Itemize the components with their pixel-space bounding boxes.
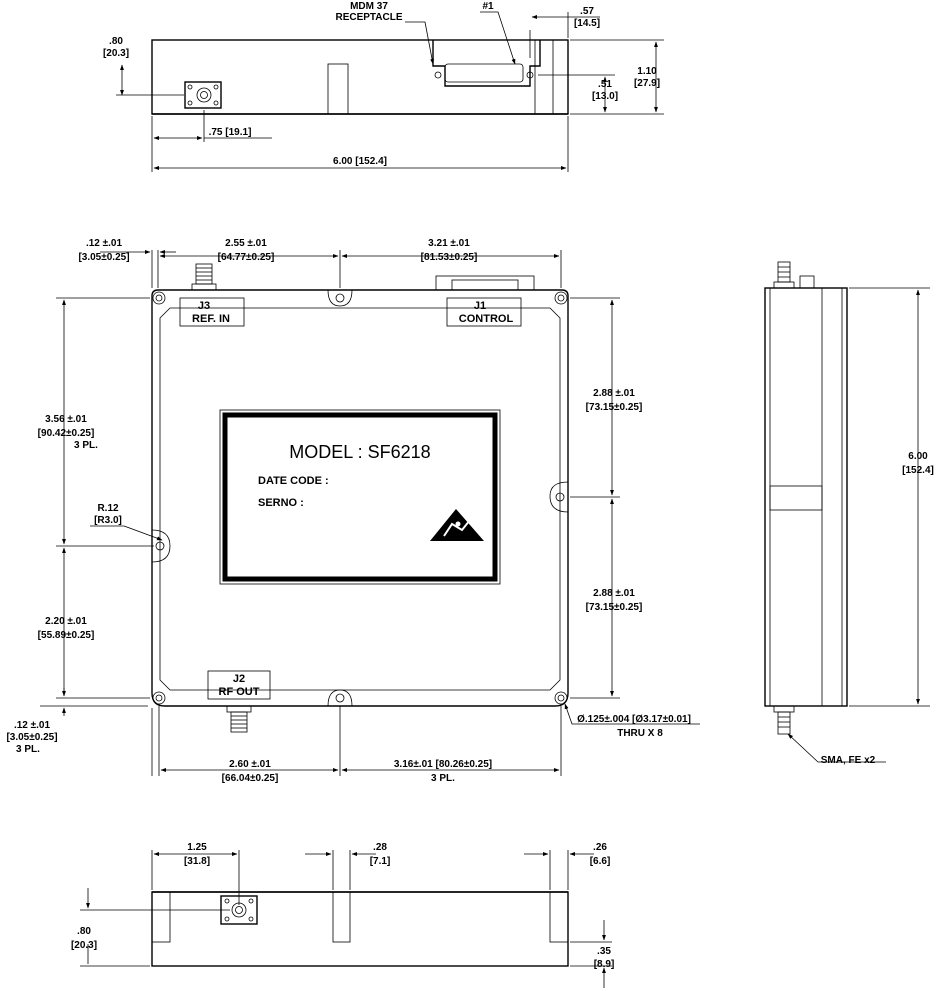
dim-288b-in: 2.88 ±.01	[593, 588, 635, 599]
dim-288b-mm: [73.15±0.25]	[586, 602, 643, 613]
bottom-view: 1.25 [31.8] .28 [7.1] .26 [6.6] .80 [20.…	[71, 842, 614, 988]
dim-080-in: .80	[109, 36, 123, 47]
dim-321-in: 3.21 ±.01	[428, 238, 470, 249]
hole-thru: THRU X 8	[617, 728, 663, 739]
dim-600-side-mm: [152.4]	[902, 465, 934, 476]
mounting-holes	[151, 289, 569, 707]
dim-012-top-mm: [3.05±0.25]	[78, 252, 129, 263]
dim-110-mm: [27.9]	[634, 78, 660, 89]
dim-028-mm: [7.1]	[370, 856, 391, 867]
dim-288a-in: 2.88 ±.01	[593, 388, 635, 399]
j1-name: J1	[474, 300, 486, 312]
hole-spec: Ø.125±.004 [Ø3.17±0.01]	[577, 714, 691, 725]
j1-desc: CONTROL	[459, 313, 514, 325]
dim-028-in: .28	[373, 842, 387, 853]
dim-316: 3.16±.01 [80.26±0.25]	[394, 759, 492, 770]
dim-316-pl: 3 PL.	[431, 773, 455, 784]
dim-012-bot-mm: [3.05±0.25]	[6, 732, 57, 743]
j2-sma-connector	[226, 705, 252, 733]
top-view: MDM 37 RECEPTACLE #1 .57 [14.5] .80 [20.…	[103, 1, 664, 172]
top-view-rib	[327, 63, 349, 115]
side-view: SMA, FE x2 6.00 [152.4]	[764, 261, 934, 766]
sma-note: SMA, FE x2	[821, 755, 876, 766]
esd-warning-icon	[430, 509, 484, 541]
side-top-sma	[773, 261, 815, 289]
j3-name: J3	[198, 300, 210, 312]
radius-in: R.12	[97, 503, 119, 514]
j3-label-box	[179, 297, 245, 327]
dim-012-bot-pl: 3 PL.	[16, 744, 40, 755]
j1-connector-body	[435, 275, 535, 291]
front-housing-outline	[151, 289, 569, 707]
receptacle-label: RECEPTACLE	[335, 12, 402, 23]
dim-110-in: 1.10	[637, 66, 657, 77]
serno-label: SERNO :	[258, 497, 304, 509]
pin1-label: #1	[482, 1, 494, 12]
dim-600-side-in: 6.00	[908, 451, 928, 462]
j1-label-box	[446, 297, 522, 327]
top-view-rib-right	[534, 39, 554, 115]
model-label: MODEL : SF6218	[289, 442, 430, 462]
dim-356-mm: [90.42±0.25]	[38, 428, 95, 439]
front-view: J3 REF. IN J1 CONTROL J2 RF OUT MODEL : …	[6, 238, 700, 784]
bottom-housing	[151, 891, 569, 967]
dim-260-in: 2.60 ±.01	[229, 759, 271, 770]
dim-220-mm: [55.89±0.25]	[38, 630, 95, 641]
dim-288a-mm: [73.15±0.25]	[586, 402, 643, 413]
dim-080-mm: [20.3]	[103, 48, 129, 59]
dim-600-top: 6.00 [152.4]	[333, 156, 387, 167]
j2-label-box	[207, 670, 271, 700]
dim-035-in: .35	[597, 946, 611, 957]
dim-125-in: 1.25	[187, 842, 207, 853]
dim-080-bot-in: .80	[77, 926, 91, 937]
dim-057-mm: [14.5]	[574, 18, 600, 29]
dim-051-mm: [13.0]	[592, 91, 618, 102]
dim-057-in: .57	[580, 6, 594, 17]
dim-125-mm: [31.8]	[184, 856, 210, 867]
dim-080-bot-mm: [20.3]	[71, 940, 97, 951]
dim-026-mm: [6.6]	[590, 856, 611, 867]
label-plate-outer	[219, 409, 501, 585]
dim-255-mm: [64.77±0.25]	[218, 252, 275, 263]
dim-255-in: 2.55 ±.01	[225, 238, 267, 249]
date-code-label: DATE CODE :	[258, 475, 329, 487]
top-sma-connector	[184, 81, 222, 109]
dim-026-in: .26	[593, 842, 607, 853]
label-plate-border	[222, 412, 498, 582]
mdm-connector-flange	[432, 40, 541, 87]
dim-356-pl: 3 PL.	[74, 440, 98, 451]
radius-mm: [R3.0]	[94, 515, 122, 526]
dim-051-in: .51	[598, 79, 612, 90]
dim-012-top-in: .12 ±.01	[86, 238, 123, 249]
dim-356-in: 3.56 ±.01	[45, 414, 87, 425]
mdm-label: MDM 37	[350, 1, 388, 12]
side-housing	[764, 287, 848, 707]
dim-035-mm: [8.9]	[594, 959, 615, 970]
dim-220-in: 2.20 ±.01	[45, 616, 87, 627]
j2-name: J2	[233, 673, 245, 685]
j2-desc: RF OUT	[219, 686, 260, 698]
dim-075: .75 [19.1]	[209, 127, 252, 138]
side-bottom-sma	[773, 705, 795, 735]
j3-sma-connector	[191, 263, 217, 291]
j3-desc: REF. IN	[192, 313, 230, 325]
mdm-connector-pins	[434, 71, 534, 79]
dim-260-mm: [66.04±0.25]	[222, 773, 279, 784]
dim-012-bot-in: .12 ±.01	[14, 720, 51, 731]
dim-321-mm: [81.53±0.25]	[421, 252, 478, 263]
